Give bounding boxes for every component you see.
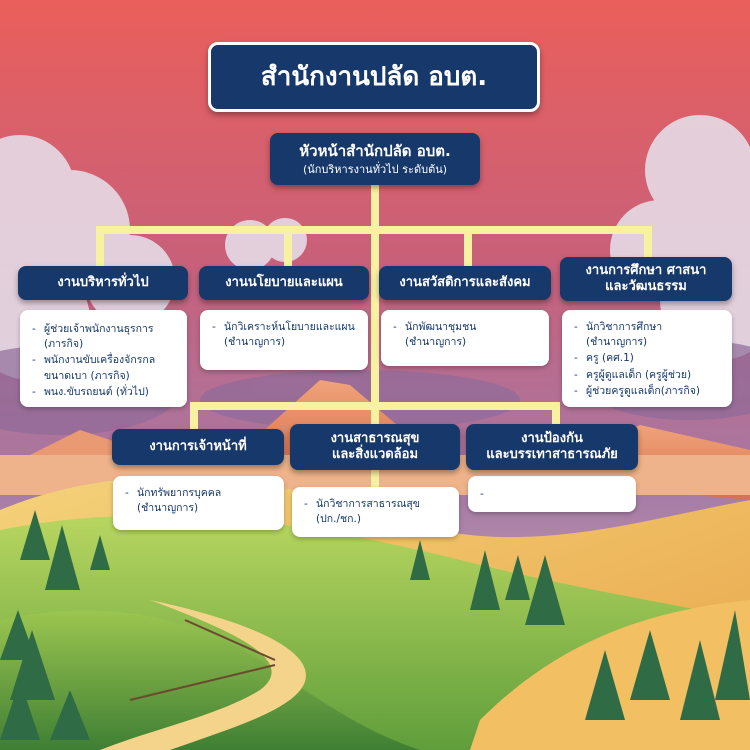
dept-item: พนง.ขับรถยนต์ (ทั่วไป)	[32, 385, 177, 400]
dept-item: นักวิเคราะห์นโยบายและแผน(ชำนาญการ)	[212, 320, 358, 350]
head-title: หัวหน้าสำนักปลัด อบต.	[299, 141, 451, 160]
fence	[129, 619, 276, 701]
road	[100, 600, 306, 750]
dept-item: นักวิชาการสาธารณสุข(ปก./ชก.)	[304, 497, 449, 527]
connector-drop-3	[464, 226, 472, 276]
connector-drop-2	[284, 226, 292, 276]
connector-mid-bar	[190, 402, 560, 410]
connector-trunk	[371, 184, 379, 504]
dept-title-6: งานสาธารณสุข และสิ่งแวดล้อม	[290, 424, 460, 470]
dept-item: ผู้ช่วยครูดูแลเด็ก(ภารกิจ)	[574, 384, 722, 399]
dept-item: นักวิชาการศึกษา(ชำนาญการ)	[574, 320, 722, 350]
dept-item: นักพัฒนาชุมชน(ชำนาญการ)	[393, 320, 539, 350]
head-subtitle: (นักบริหารงานทั่วไป ระดับต้น)	[302, 162, 448, 176]
dept-card-4: นักวิชาการศึกษา(ชำนาญการ) ครู (คศ.1) ครู…	[562, 310, 732, 407]
head-box: หัวหน้าสำนักปลัด อบต. (นักบริหารงานทั่วไ…	[270, 133, 480, 185]
dept-card-2: นักวิเคราะห์นโยบายและแผน(ชำนาญการ)	[200, 310, 368, 370]
connector-top-bar	[96, 226, 652, 234]
dept-item: ครู (คศ.1)	[574, 351, 722, 366]
connector-drop-6	[552, 402, 560, 432]
dept-title-5: งานการเจ้าหน้าที่	[112, 429, 284, 465]
connector-drop-5	[190, 402, 198, 432]
dept-title-7: งานป้องกัน และบรรเทาสาธารณภัย	[466, 424, 638, 470]
connector-drop-1	[96, 226, 104, 276]
dept-title-3: งานสวัสดิการและสังคม	[379, 266, 551, 300]
dept-card-3: นักพัฒนาชุมชน(ชำนาญการ)	[381, 310, 549, 366]
dept-card-5: นักทรัพยากรบุคคล(ชำนาญการ)	[113, 476, 284, 530]
tree-group	[0, 510, 750, 740]
dept-title-4: งานการศึกษา ศาสนา และวัฒนธรรม	[560, 257, 732, 301]
dept-title-1: งานบริหารทั่วไป	[18, 266, 188, 300]
main-title-box: สำนักงานปลัด อบต.	[208, 42, 540, 112]
dept-card-6: นักวิชาการสาธารณสุข(ปก./ชก.)	[292, 487, 459, 537]
dept-item: ครูผู้ดูแลเด็ก (ครูผู้ช่วย)	[574, 368, 722, 383]
dept-item: นักทรัพยากรบุคคล(ชำนาญการ)	[125, 486, 274, 516]
main-title: สำนักงานปลัด อบต.	[260, 61, 488, 92]
dept-item: ผู้ช่วยเจ้าพนักงานธุรการ(ภารกิจ)	[32, 322, 177, 352]
dept-title-2: งานนโยบายและแผน	[199, 266, 369, 300]
dept-card-7	[468, 476, 636, 512]
connector-drop-4	[644, 226, 652, 276]
dept-card-1: ผู้ช่วยเจ้าพนักงานธุรการ(ภารกิจ) พนักงาน…	[20, 310, 187, 407]
